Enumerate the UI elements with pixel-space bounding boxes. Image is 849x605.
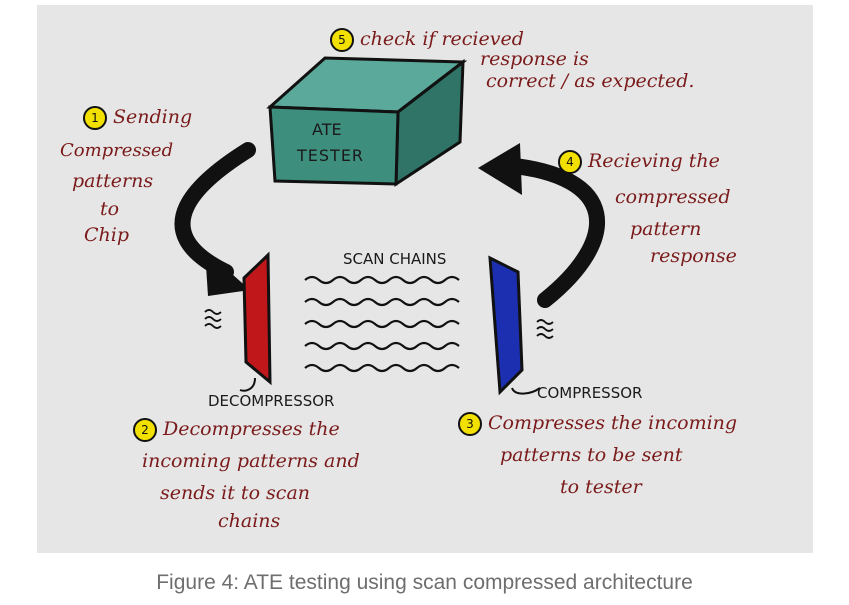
step-3-line-3: to tester bbox=[560, 476, 642, 498]
decompressor-leader bbox=[239, 377, 256, 392]
step-1-line-1: Sending bbox=[113, 106, 193, 128]
step-1-line-3: patterns bbox=[72, 170, 154, 192]
compressor-block bbox=[488, 255, 524, 396]
ate-tester-box bbox=[266, 56, 468, 187]
step-5-line-1: check if recieved bbox=[360, 28, 524, 50]
compressor-label: COMPRESSOR bbox=[537, 384, 643, 402]
step-1-line-5: Chip bbox=[84, 224, 130, 246]
step-5-line-2: response is bbox=[480, 48, 589, 70]
step-4-badge: 4 bbox=[558, 150, 582, 174]
step-4-line-1: Recieving the bbox=[588, 150, 720, 172]
step-1-line-4: to bbox=[100, 198, 120, 220]
signal-squiggles bbox=[204, 309, 554, 339]
step-4-line-3: pattern bbox=[630, 218, 702, 240]
step-3-badge: 3 bbox=[458, 412, 482, 436]
compressor-leader bbox=[511, 387, 541, 395]
tester-label-line2: TESTER bbox=[297, 146, 365, 165]
step-2-line-2: incoming patterns and bbox=[142, 450, 360, 472]
scan-chain-lines bbox=[304, 275, 460, 373]
step-2-line-4: chains bbox=[218, 510, 281, 532]
decompressor-label: DECOMPRESSOR bbox=[208, 392, 335, 410]
step-2-badge: 2 bbox=[133, 418, 157, 442]
step-5-badge: 5 bbox=[330, 28, 354, 52]
step-3-annotation: 3 Compresses the incoming bbox=[458, 412, 737, 436]
scan-chains-label: SCAN CHAINS bbox=[343, 250, 447, 268]
figure-caption: Figure 4: ATE testing using scan compres… bbox=[156, 571, 693, 594]
step-4-annotation: 4 Recieving the bbox=[558, 150, 720, 174]
receive-arrow bbox=[478, 143, 605, 308]
step-4-line-4: response bbox=[650, 245, 737, 267]
decompressor-block bbox=[242, 251, 272, 386]
step-5-annotation: 5 check if recieved bbox=[330, 28, 524, 52]
step-2-line-1: Decompresses the bbox=[163, 418, 340, 440]
step-1-annotation: 1 Sending bbox=[83, 106, 192, 130]
step-1-badge: 1 bbox=[83, 106, 107, 130]
step-5-line-3: correct / as expected. bbox=[486, 70, 695, 92]
step-2-line-3: sends it to scan bbox=[160, 482, 311, 504]
send-arrow bbox=[174, 142, 256, 296]
step-3-line-1: Compresses the incoming bbox=[488, 412, 738, 434]
step-1-line-2: Compressed bbox=[60, 140, 174, 161]
tester-label-line1: ATE bbox=[312, 120, 342, 139]
step-2-annotation: 2 Decompresses the bbox=[133, 418, 340, 442]
step-4-line-2: compressed bbox=[615, 186, 731, 208]
step-3-line-2: patterns to be sent bbox=[500, 444, 683, 466]
